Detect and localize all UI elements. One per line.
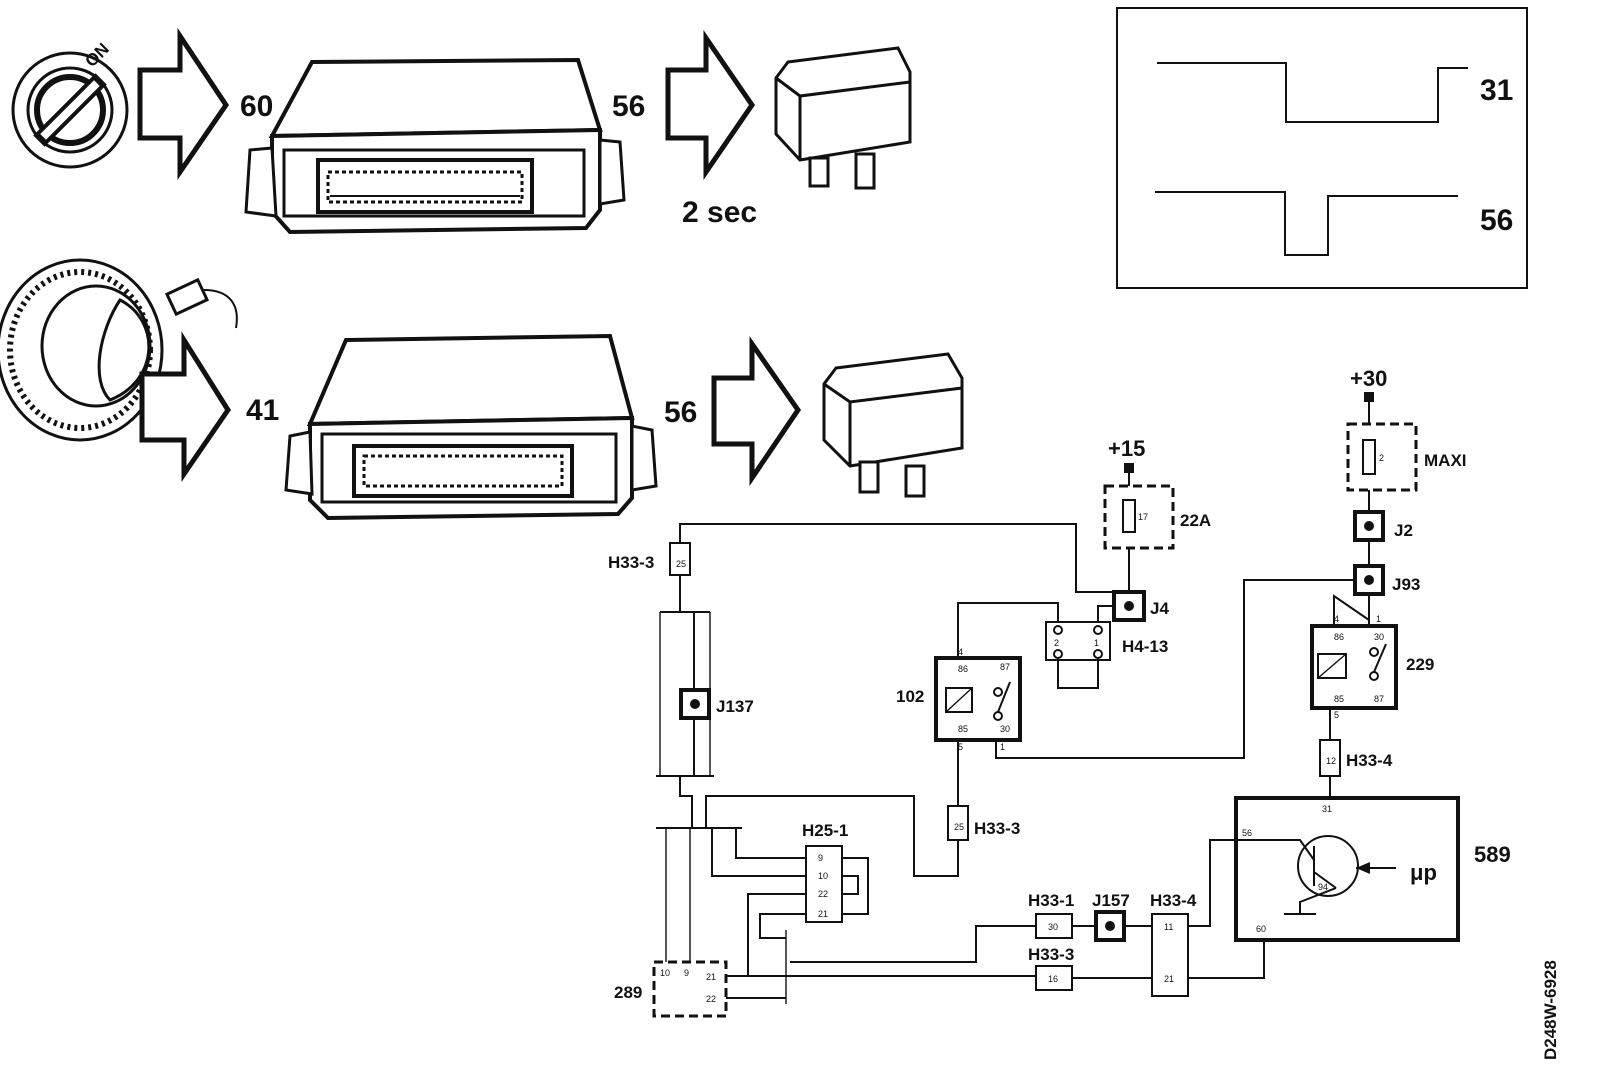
h25-1-pin-21: 21 <box>818 909 828 919</box>
joint-j137-label: J137 <box>716 697 754 716</box>
relay-102-label: 102 <box>896 687 924 706</box>
crank-sensor-flywheel-icon <box>0 258 238 442</box>
unit-289-pin-21: 21 <box>706 972 716 982</box>
relay-229-pin-87: 87 <box>1374 694 1384 704</box>
unit-289 <box>652 960 728 1018</box>
fuse-icon <box>1362 439 1376 475</box>
ecu-output-label: 56 <box>612 90 645 123</box>
h33-4-top-label: H33-4 <box>1346 751 1393 770</box>
ecu-589-pin-56: 56 <box>1242 828 1252 838</box>
h33-3-bot-label: H33-3 <box>1028 945 1074 964</box>
signal-trace-31 <box>1157 62 1468 123</box>
input-signal-label: 60 <box>240 90 273 123</box>
h25-1-pin-22: 22 <box>818 889 828 899</box>
supply-plus30-label: +30 <box>1350 366 1387 391</box>
relay-icon <box>774 46 912 190</box>
relay-229-pin-4: 4 <box>1334 614 1339 624</box>
relay-icon <box>822 352 964 498</box>
arrow-right-icon <box>711 336 802 487</box>
relay-229-pin-85: 85 <box>1334 694 1344 704</box>
input-signal-label: 41 <box>246 394 279 427</box>
supply-terminal-icon <box>1364 392 1374 402</box>
reference-code: D248W-6928 <box>1541 960 1560 1060</box>
h25-1-pin-9: 9 <box>818 853 823 863</box>
connector-h25-1 <box>805 845 843 923</box>
joint-j93-label: J93 <box>1392 575 1420 594</box>
relay-102-pin-4: 4 <box>958 647 963 657</box>
h33-4-top-pin: 12 <box>1326 756 1336 766</box>
fuse-box-22a <box>1103 484 1175 550</box>
fuse-22a-number: 17 <box>1138 512 1148 522</box>
h33-1-pin: 30 <box>1048 922 1058 932</box>
relay-102-pin-85: 85 <box>958 724 968 734</box>
unit-289-pin-9: 9 <box>684 968 689 978</box>
ecu-589-label: 589 <box>1474 842 1511 867</box>
h4-13-label: H4-13 <box>1122 637 1168 656</box>
unit-289-pin-10: 10 <box>660 968 670 978</box>
h33-3-mid-label: H33-3 <box>974 819 1020 838</box>
ecu-unit-icon <box>244 57 626 235</box>
signal-timing-panel: 31 56 <box>1116 7 1528 289</box>
joint-j4-label: J4 <box>1150 599 1169 618</box>
fuse-22a-label: 22A <box>1180 511 1211 530</box>
connector-h33-1 <box>1035 913 1073 939</box>
ecu-589-pin-31: 31 <box>1322 804 1332 814</box>
maxi-fuse-number: 2 <box>1379 453 1384 463</box>
microprocessor-label: μp <box>1410 860 1437 885</box>
arrow-right-icon <box>137 27 230 181</box>
supply-plus15-label: +15 <box>1108 436 1145 461</box>
signal-trace-56 <box>1155 191 1458 256</box>
ecu-output-label: 56 <box>664 396 697 429</box>
unit-289-label: 289 <box>614 983 642 1002</box>
relay-229-pin-86: 86 <box>1334 632 1344 642</box>
ecu-589-pin-60: 60 <box>1256 924 1266 934</box>
joint-j2-label: J2 <box>1394 521 1413 540</box>
relay-102-pin-5: 5 <box>958 742 963 752</box>
h33-3-top-label: H33-3 <box>608 553 654 572</box>
h33-3-top-pin: 25 <box>676 559 686 569</box>
trace-56-label: 56 <box>1480 204 1513 237</box>
relay-102-pin-86: 86 <box>958 664 968 674</box>
h33-4-bot-pin-11: 11 <box>1164 922 1173 932</box>
relay-229-pin-1: 1 <box>1376 614 1381 624</box>
h4-13-pin-1: 1 <box>1094 638 1099 648</box>
transistor-pin: 94 <box>1318 882 1328 892</box>
relay-102-pin-30: 30 <box>1000 724 1010 734</box>
ignition-switch-icon: ON <box>11 39 129 169</box>
h25-1-pin-10: 10 <box>818 871 828 881</box>
h33-1-label: H33-1 <box>1028 891 1074 910</box>
supply-terminal-icon <box>1124 463 1134 473</box>
h4-13-pin-2: 2 <box>1054 638 1059 648</box>
relay-229-pin-5: 5 <box>1334 710 1339 720</box>
joint-j157-label: J157 <box>1092 891 1130 910</box>
h25-1-label: H25-1 <box>802 821 848 840</box>
relay-229-pin-30: 30 <box>1374 632 1384 642</box>
fuse-box-maxi <box>1346 422 1418 492</box>
fuse-icon <box>1122 499 1136 533</box>
relay-229-label: 229 <box>1406 655 1434 674</box>
trace-31-label: 31 <box>1480 74 1513 107</box>
connector-h33-4-bot <box>1151 913 1189 997</box>
joint-j2 <box>1353 510 1385 542</box>
arrow-right-icon <box>665 29 756 181</box>
h33-3-mid-pin: 25 <box>954 822 964 832</box>
maxi-fuse-label: MAXI <box>1424 451 1467 470</box>
ecu-unit-icon <box>284 333 658 521</box>
timing-label: 2 sec <box>682 196 757 229</box>
relay-102-pin-87: 87 <box>1000 662 1010 672</box>
h33-4-bot-label: H33-4 <box>1150 891 1197 910</box>
arrow-right-icon <box>139 331 231 483</box>
unit-289-pin-22: 22 <box>706 994 716 1004</box>
h33-4-bot-pin-21: 21 <box>1164 974 1174 984</box>
relay-102-pin-1: 1 <box>1000 742 1005 752</box>
h33-3-bot-pin: 16 <box>1048 974 1058 984</box>
